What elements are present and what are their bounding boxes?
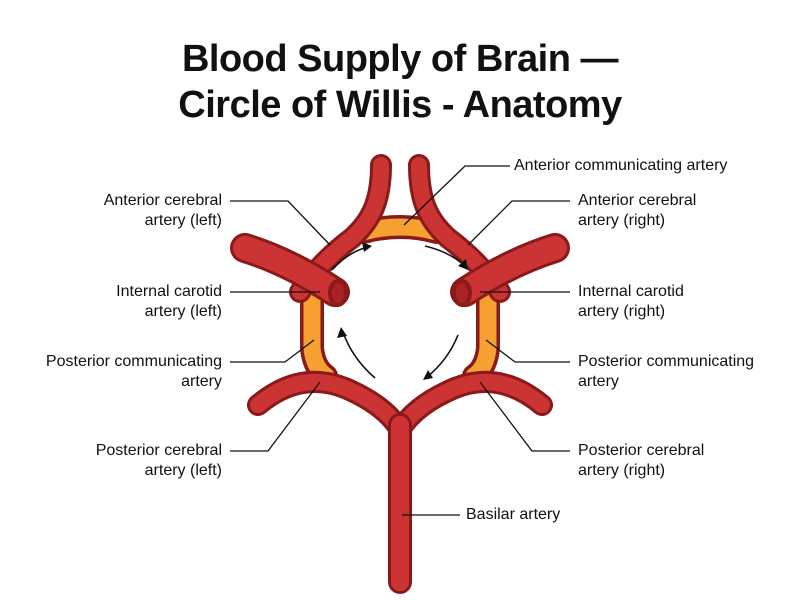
label-line-1: Posterior communicating bbox=[578, 353, 755, 370]
label-anterior-cerebral-right: Anterior cerebral artery (right) bbox=[578, 191, 696, 231]
internal-carotid-artery-left bbox=[230, 233, 350, 307]
flow-arrow-bottom-right bbox=[426, 334, 459, 378]
flow-arrow-bottom-left bbox=[342, 331, 376, 379]
label-line-2: artery bbox=[578, 373, 619, 390]
label-anterior-communicating-artery: Anterior communicating artery bbox=[514, 156, 727, 176]
posterior-cerebral-artery-left bbox=[247, 370, 411, 441]
leader-pca-right bbox=[479, 381, 570, 452]
label-line-1: Internal carotid bbox=[116, 283, 222, 300]
label-line-2: artery (right) bbox=[578, 212, 666, 229]
flow-arrows bbox=[331, 242, 468, 380]
label-posterior-communicating-right: Posterior communicating artery bbox=[578, 352, 754, 392]
posterior-communicating-artery-right bbox=[462, 288, 500, 388]
label-line-2: artery (left) bbox=[144, 462, 222, 479]
label-line-1: Posterior communicating bbox=[45, 353, 222, 370]
leader-aca-left bbox=[230, 200, 331, 246]
leader-pcom-right bbox=[485, 339, 570, 363]
label-posterior-cerebral-right: Posterior cerebral artery (right) bbox=[578, 441, 704, 481]
label-text: Anterior communicating artery bbox=[514, 157, 728, 174]
title-line-2: Circle of Willis - Anatomy bbox=[178, 84, 622, 126]
label-line-2: artery (left) bbox=[144, 212, 222, 229]
label-line-1: Posterior cerebral bbox=[578, 442, 705, 459]
label-internal-carotid-right: Internal carotid artery (right) bbox=[578, 282, 684, 322]
posterior-cerebral-artery-right bbox=[389, 370, 553, 441]
leader-lines bbox=[230, 165, 570, 516]
leader-anterior-communicating bbox=[403, 165, 510, 226]
leader-pca-left bbox=[230, 381, 321, 452]
label-posterior-communicating-left: Posterior communicating artery bbox=[46, 352, 222, 392]
label-line-1: Anterior cerebral bbox=[103, 192, 222, 209]
label-anterior-cerebral-left: Anterior cerebral artery (left) bbox=[104, 191, 222, 231]
label-line-1: Internal carotid bbox=[578, 283, 684, 300]
title-line-1: Blood Supply of Brain — bbox=[181, 38, 619, 80]
label-line-1: Anterior cerebral bbox=[578, 192, 697, 209]
posterior-communicating-artery-left bbox=[300, 288, 338, 388]
internal-carotid-artery-right bbox=[450, 233, 570, 307]
label-line-2: artery (right) bbox=[578, 462, 666, 479]
label-basilar-artery: Basilar artery bbox=[466, 505, 560, 525]
label-internal-carotid-left: Internal carotid artery (left) bbox=[116, 282, 222, 322]
label-line-2: artery (right) bbox=[578, 303, 666, 320]
label-line-2: artery bbox=[181, 373, 222, 390]
label-line-1: Posterior cerebral bbox=[95, 442, 222, 459]
label-text: Basilar artery bbox=[466, 506, 561, 523]
label-line-2: artery (left) bbox=[144, 303, 222, 320]
label-posterior-cerebral-left: Posterior cerebral artery (left) bbox=[96, 441, 222, 481]
leader-aca-right bbox=[467, 200, 570, 246]
leader-pcom-left bbox=[230, 339, 315, 363]
